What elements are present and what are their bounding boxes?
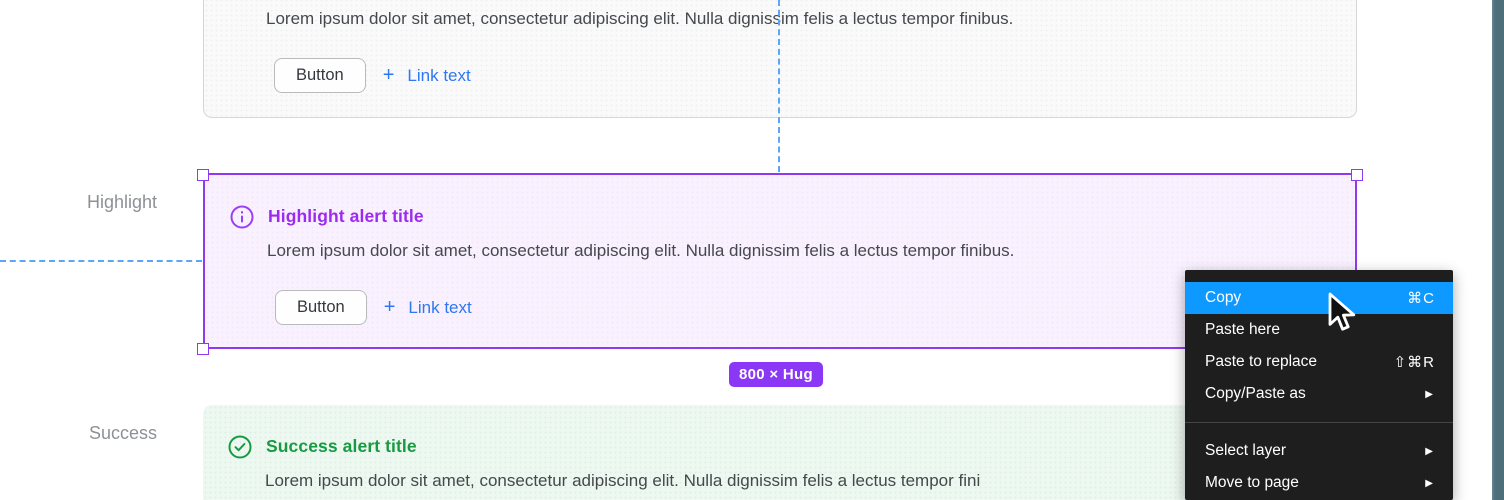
menu-item-label: Copy/Paste as — [1205, 385, 1306, 402]
selection-handle-bottom-left[interactable] — [197, 343, 209, 355]
menu-item-label: Paste to replace — [1205, 353, 1318, 370]
selection-size-badge: 800 × Hug — [729, 362, 823, 387]
menu-item-copy[interactable]: Copy ⌘C — [1185, 282, 1453, 314]
submenu-arrow-icon: ▶ — [1425, 445, 1433, 457]
check-circle-icon — [228, 435, 252, 459]
menu-item-paste-to-replace[interactable]: Paste to replace ⇧⌘R — [1185, 346, 1453, 378]
menu-item-move-to-page[interactable]: Move to page ▶ — [1185, 467, 1453, 499]
alert-title: Success alert title — [266, 436, 417, 456]
info-icon — [230, 205, 254, 229]
menu-item-paste-here[interactable]: Paste here — [1185, 314, 1453, 346]
menu-divider — [1185, 422, 1453, 423]
section-label-success: Success — [88, 423, 157, 443]
menu-item-select-layer[interactable]: Select layer ▶ — [1185, 435, 1453, 467]
submenu-arrow-icon: ▶ — [1425, 388, 1433, 400]
menu-item-label: Move to page — [1205, 474, 1299, 491]
selection-handle-top-right[interactable] — [1351, 169, 1363, 181]
plus-icon: + — [382, 64, 395, 86]
neutral-alert-card[interactable]: Lorem ipsum dolor sit amet, consectetur … — [203, 0, 1357, 118]
plus-icon: + — [383, 296, 396, 318]
alert-actions: Button + Link text — [274, 58, 471, 93]
alert-body-text: Lorem ipsum dolor sit amet, consectetur … — [265, 471, 981, 490]
shortcut-copy: ⌘C — [1407, 290, 1435, 307]
menu-item-copy-paste-as[interactable]: Copy/Paste as ▶ — [1185, 378, 1453, 410]
section-label-highlight: Highlight — [86, 192, 157, 212]
alert-button[interactable]: Button — [275, 290, 367, 325]
submenu-arrow-icon: ▶ — [1425, 477, 1433, 489]
highlight-alert-card[interactable]: Highlight alert title Lorem ipsum dolor … — [203, 173, 1357, 349]
mouse-cursor-icon — [1326, 292, 1360, 339]
selection-handle-top-left[interactable] — [197, 169, 209, 181]
vertical-guide-line — [778, 0, 780, 172]
menu-item-label: Copy — [1205, 289, 1242, 306]
right-panel-strip — [1492, 0, 1504, 500]
success-alert-card[interactable]: Success alert title Lorem ipsum dolor si… — [203, 405, 1357, 500]
alert-link[interactable]: + Link text — [384, 296, 472, 319]
shortcut-paste-to-replace: ⇧⌘R — [1393, 354, 1435, 371]
alert-body-text: Lorem ipsum dolor sit amet, consectetur … — [266, 9, 1014, 28]
alert-link-label: Link text — [408, 297, 472, 317]
menu-item-label: Select layer — [1205, 442, 1286, 459]
context-menu: Copy ⌘C Paste here Paste to replace ⇧⌘R … — [1185, 270, 1453, 500]
horizontal-guide-line — [0, 260, 202, 262]
alert-link-label: Link text — [407, 65, 471, 85]
menu-item-label: Paste here — [1205, 321, 1280, 338]
alert-actions: Button + Link text — [275, 290, 472, 325]
alert-link[interactable]: + Link text — [383, 64, 471, 87]
alert-body-text: Lorem ipsum dolor sit amet, consectetur … — [267, 241, 1015, 260]
alert-button[interactable]: Button — [274, 58, 366, 93]
alert-title: Highlight alert title — [268, 206, 424, 226]
